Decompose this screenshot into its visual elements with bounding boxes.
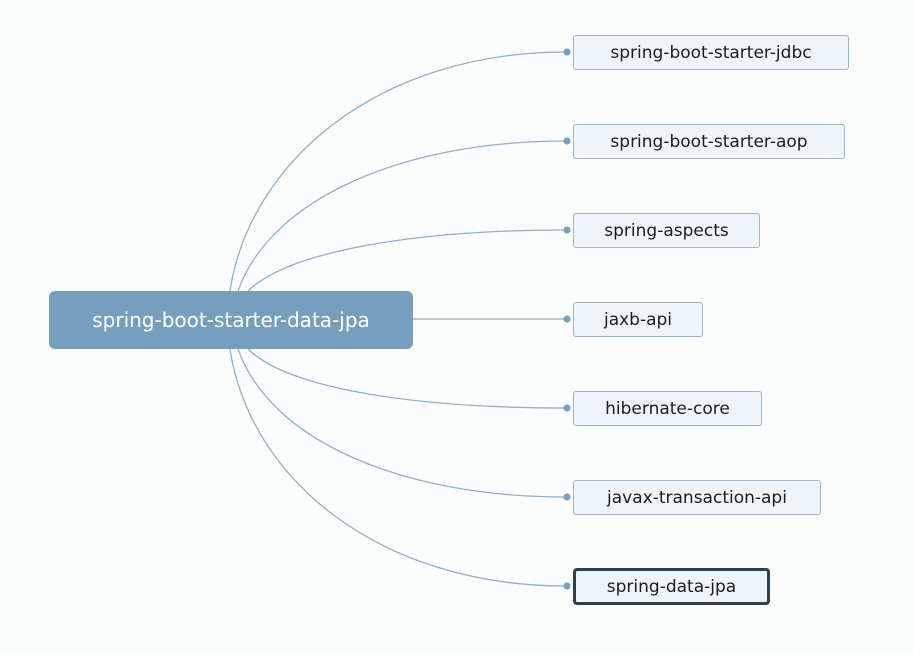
connector-line xyxy=(237,348,567,498)
child-node-spring-aspects[interactable]: spring-aspects xyxy=(573,213,760,248)
connector-dot xyxy=(563,582,571,590)
connector-dot xyxy=(563,137,571,145)
connector-line xyxy=(229,51,567,292)
child-node-javax-transaction-api[interactable]: javax-transaction-api xyxy=(573,480,821,515)
root-node-label: spring-boot-starter-data-jpa xyxy=(92,308,370,332)
child-node-label: spring-boot-starter-aop xyxy=(610,131,808,152)
child-node-jaxb-api[interactable]: jaxb-api xyxy=(573,302,703,337)
connector-dot xyxy=(563,48,571,56)
child-node-spring-boot-starter-aop[interactable]: spring-boot-starter-aop xyxy=(573,124,845,159)
root-node[interactable]: spring-boot-starter-data-jpa xyxy=(49,291,413,349)
child-node-label: jaxb-api xyxy=(603,309,673,330)
connector-dot xyxy=(563,493,571,501)
connector-line xyxy=(247,229,567,292)
connector-dot xyxy=(563,404,571,412)
connector-line xyxy=(229,348,567,587)
connector-line xyxy=(237,140,567,292)
connector-dot xyxy=(563,226,571,234)
child-node-label: spring-aspects xyxy=(604,220,729,241)
child-node-label: spring-boot-starter-jdbc xyxy=(610,42,812,63)
child-node-label: hibernate-core xyxy=(605,398,730,419)
child-node-spring-boot-starter-jdbc[interactable]: spring-boot-starter-jdbc xyxy=(573,35,849,70)
connector-dot xyxy=(563,315,571,323)
child-node-spring-data-jpa[interactable]: spring-data-jpa xyxy=(573,568,770,605)
child-node-label: javax-transaction-api xyxy=(607,487,787,508)
child-node-hibernate-core[interactable]: hibernate-core xyxy=(573,391,762,426)
connector-line xyxy=(247,348,567,409)
child-node-label: spring-data-jpa xyxy=(606,576,737,597)
